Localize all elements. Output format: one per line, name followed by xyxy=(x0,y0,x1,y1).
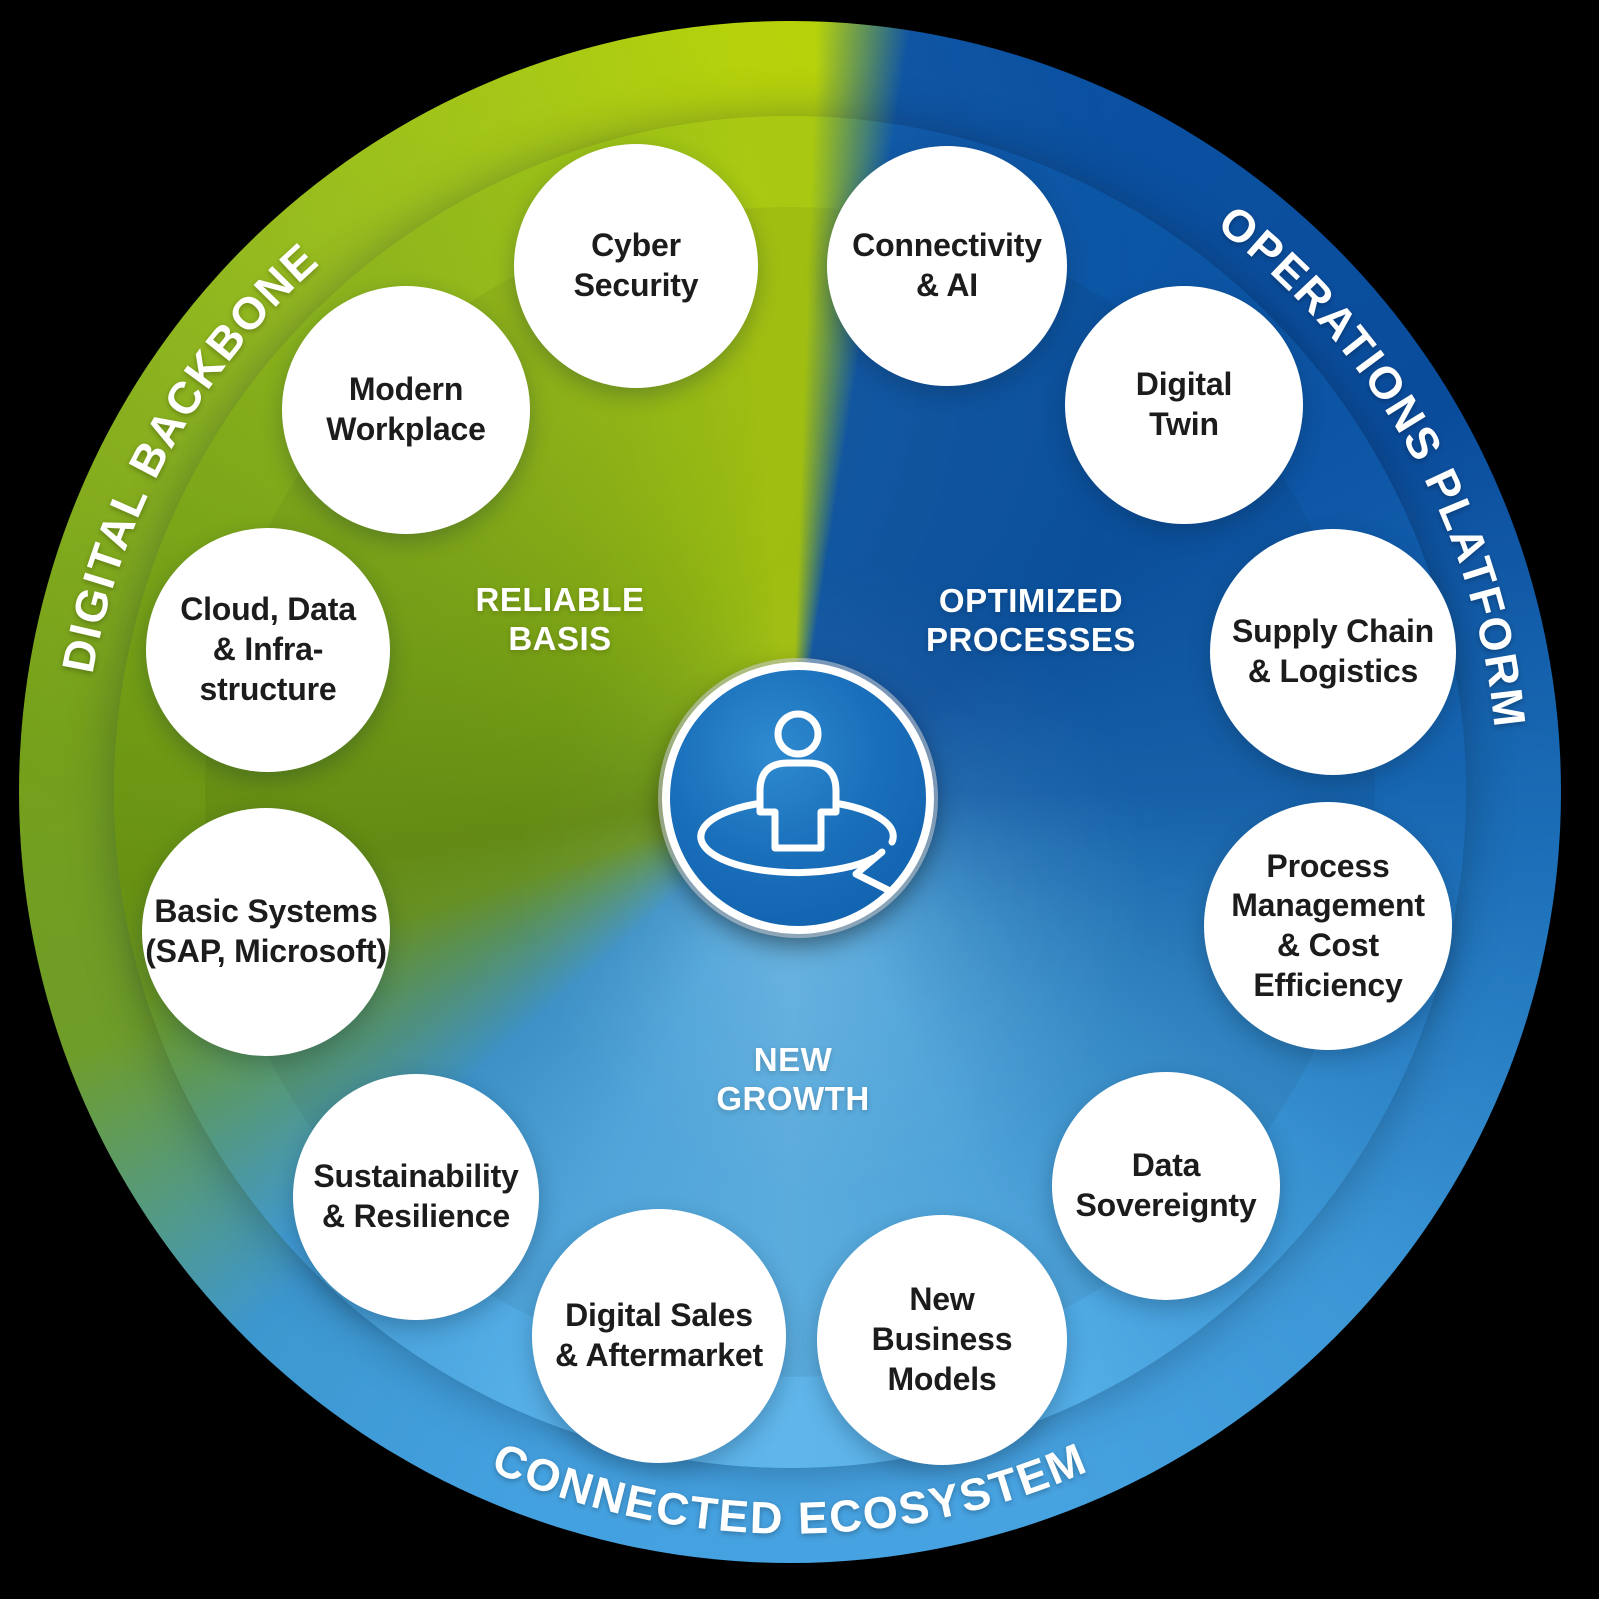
topic-label-line: Models xyxy=(887,1360,997,1397)
topic-label-line: Efficiency xyxy=(1253,966,1403,1003)
orbit-arc-right-icon xyxy=(836,800,897,846)
topic-label-line: Cyber xyxy=(591,227,681,264)
topic-label-line: New xyxy=(909,1281,975,1318)
orbit-arc-icon xyxy=(697,800,878,877)
topic-label-line: Process xyxy=(1266,847,1390,884)
topic-circle-supply-chain-logistics: Supply Chain & Logistics xyxy=(1210,529,1456,775)
topic-label-line: (SAP, Microsoft) xyxy=(145,933,387,969)
topic-label-line: Twin xyxy=(1149,406,1219,442)
topic-label-line: Basic Systems xyxy=(154,893,378,930)
sector-label-new-growth: NEW GROWTH xyxy=(716,1041,869,1119)
topic-circle-cyber-security: Cyber Security xyxy=(514,144,758,388)
topic-label-line: Data xyxy=(1131,1147,1201,1184)
topic-label-line: & Resilience xyxy=(322,1198,510,1234)
topic-label-line: Sustainability xyxy=(313,1158,519,1195)
sector-label-optimized-processes: OPTIMIZED PROCESSES xyxy=(926,582,1136,660)
orbit-arrowhead-icon xyxy=(852,848,892,894)
topic-circle-digital-twin: Digital Twin xyxy=(1065,286,1303,524)
topic-label-line: Security xyxy=(573,267,699,303)
topic-label-line: & Infra- xyxy=(212,631,324,668)
sector-label-line: RELIABLE xyxy=(475,581,645,619)
topic-circle-digital-sales-aftermarket: Digital Sales & Aftermarket xyxy=(532,1209,786,1463)
topic-label-line: structure xyxy=(199,670,337,707)
person-360-icon xyxy=(697,710,897,894)
topic-label-line: Supply Chain xyxy=(1231,613,1435,650)
center-emblem xyxy=(662,662,934,934)
topic-circle-process-management-cost-efficiency: Process Management & Cost Efficiency xyxy=(1204,802,1452,1050)
sector-label-line: NEW xyxy=(753,1041,833,1079)
topic-circle-sustainability-resilience: Sustainability & Resilience xyxy=(293,1074,539,1320)
topic-label-line: Digital Sales xyxy=(565,1297,753,1334)
topic-label-line: Modern xyxy=(348,371,464,408)
sector-label-line: OPTIMIZED xyxy=(938,582,1124,620)
sector-label-line: BASIS xyxy=(508,620,612,657)
topic-circle-basic-systems: Basic Systems (SAP, Microsoft) xyxy=(142,808,390,1056)
topic-label-line: Workplace xyxy=(326,411,486,447)
topic-circle-cloud-data-infrastructure: Cloud, Data & Infra- structure xyxy=(146,528,390,772)
person-head-icon xyxy=(774,710,822,758)
topic-circle-modern-workplace: Modern Workplace xyxy=(282,286,530,534)
person-body-icon xyxy=(756,759,840,852)
topic-circle-data-sovereignty: Data Sovereignty xyxy=(1052,1072,1280,1300)
topic-circle-connectivity-ai: Connectivity & AI xyxy=(827,146,1067,386)
topic-label-line: & Cost xyxy=(1277,927,1379,963)
topic-label-line: Sovereignty xyxy=(1075,1187,1257,1223)
topic-label-line: Connectivity xyxy=(852,227,1042,264)
sector-label-line: PROCESSES xyxy=(926,621,1136,658)
topic-label-line: & AI xyxy=(915,267,978,303)
sector-label-line: GROWTH xyxy=(716,1080,870,1117)
topic-label-line: & Logistics xyxy=(1247,653,1419,689)
topic-label-line: Management xyxy=(1231,887,1425,924)
topic-label-line: & Aftermarket xyxy=(555,1337,763,1373)
topic-label-line: Digital xyxy=(1135,366,1233,403)
topic-label-line: Cloud, Data xyxy=(180,591,356,628)
sector-label-reliable-basis: RELIABLE BASIS xyxy=(476,581,645,659)
topic-circle-new-business-models: New Business Models xyxy=(817,1215,1067,1465)
topic-label-line: Business xyxy=(871,1321,1013,1358)
